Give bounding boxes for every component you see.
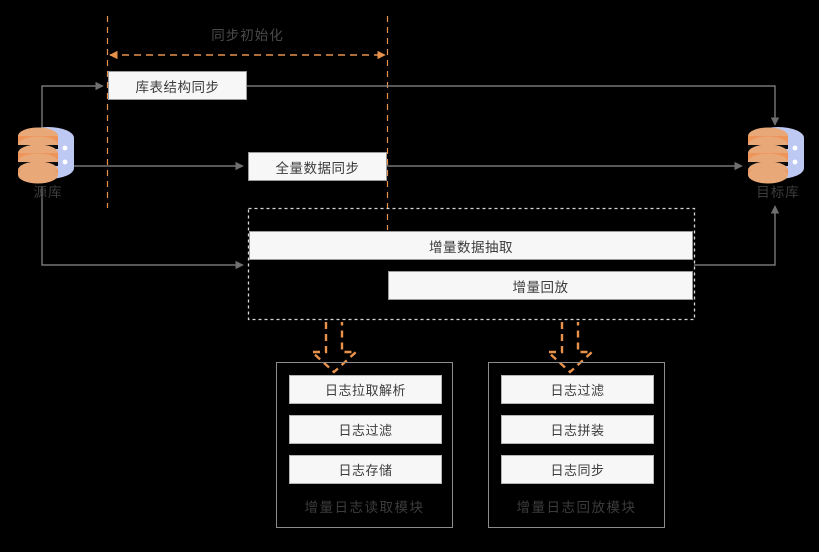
module-title: 增量日志回放模块 (516, 500, 637, 515)
schema-sync-box[interactable]: 库表结构同步 (108, 71, 247, 100)
module-item[interactable]: 日志过滤 (289, 415, 442, 444)
module-incremental-log-replay: 日志过滤 日志拼装 日志同步 增量日志回放模块 (488, 362, 665, 528)
source-database-icon (18, 127, 74, 184)
module-item[interactable]: 日志过滤 (501, 375, 654, 404)
link-source-to-schema-sync (41, 81, 104, 155)
target-db-label: 目标库 (756, 185, 800, 200)
incremental-region-border (247, 207, 696, 321)
link-incremental-to-target (694, 205, 780, 266)
phase-guide-lines (106, 16, 389, 230)
module-title: 增量日志读取模块 (304, 500, 425, 515)
module-item[interactable]: 日志拼装 (501, 415, 654, 444)
link-schema-sync-to-target (247, 85, 780, 126)
target-database-icon (748, 127, 804, 184)
module-item[interactable]: 日志存储 (289, 455, 442, 484)
incremental-extract-box[interactable]: 增量数据抽取 (249, 231, 693, 260)
phase-label-init: 同步初始化 (211, 28, 284, 43)
module-item[interactable]: 日志拉取解析 (289, 375, 442, 404)
incremental-replay-box[interactable]: 增量回放 (388, 271, 693, 300)
source-db-label: 源库 (33, 185, 63, 200)
module-incremental-log-reader: 日志拉取解析 日志过滤 日志存储 增量日志读取模块 (276, 362, 453, 528)
module-item[interactable]: 日志同步 (501, 455, 654, 484)
full-data-sync-box[interactable]: 全量数据同步 (248, 152, 387, 181)
